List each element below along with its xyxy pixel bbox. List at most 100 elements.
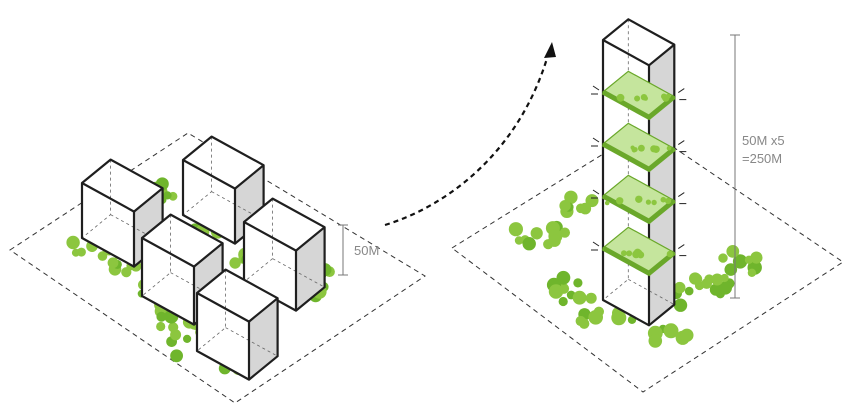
left-ground-plane — [9, 132, 426, 404]
tree-icon — [673, 298, 688, 312]
tree-icon — [579, 202, 592, 215]
tree-icon — [651, 199, 657, 206]
tree-icon — [726, 245, 740, 258]
sky-garden-1 — [591, 70, 687, 121]
tree-icon — [718, 253, 728, 263]
open-tick-icon — [592, 137, 600, 143]
tree-icon — [121, 267, 132, 278]
tree-icon — [684, 286, 694, 296]
left-cube-front-hidden-edges — [196, 269, 227, 352]
tree-icon — [634, 95, 641, 102]
open-tick-icon — [592, 241, 600, 247]
sky-garden-3 — [591, 174, 687, 225]
left-cube-back-left-top-face — [82, 159, 163, 212]
tower-segment-1-hidden-edges — [602, 227, 629, 301]
tree-icon — [514, 236, 524, 245]
tree-icon — [666, 250, 674, 258]
tree-icon — [640, 94, 648, 101]
left-cube-front-hidden-edges-2 — [225, 327, 278, 357]
left-cube-back-left-left-face — [82, 183, 134, 267]
tree-icon — [522, 237, 536, 251]
open-tick-icon — [678, 140, 685, 146]
tree-icon — [661, 93, 667, 100]
left-cube-middle-hidden-edges — [141, 214, 172, 297]
tree-icon — [650, 145, 658, 153]
tree-icon — [632, 250, 641, 259]
stacked-tower — [591, 18, 687, 327]
open-tick-icon — [592, 189, 600, 195]
sky-garden-4 — [591, 226, 687, 277]
tree-icon — [559, 227, 571, 238]
tree-icon — [718, 281, 732, 295]
left-cube-right-hidden-edges-2 — [272, 258, 325, 288]
sky-garden-edge — [601, 245, 676, 277]
tree-icon — [71, 248, 80, 257]
left-cube-front-top-face — [197, 269, 278, 322]
left-building-cluster — [80, 135, 326, 381]
tree-icon — [720, 273, 729, 283]
tree-icon — [631, 147, 637, 153]
left-cube-middle-top-face — [142, 214, 223, 267]
tree-icon — [107, 257, 119, 269]
tree-icon — [548, 284, 564, 299]
tree-icon — [648, 334, 663, 348]
tree-icon — [593, 306, 605, 317]
tree-icon — [558, 296, 568, 307]
left-cube-right-top-face — [244, 198, 325, 251]
tree-icon — [168, 322, 179, 333]
tree-icon — [229, 257, 241, 269]
tree-icon — [626, 250, 633, 257]
left-cube-front-outline — [195, 268, 279, 381]
right-height-label-line1: 50M x5 — [742, 133, 785, 148]
tree-icon — [156, 311, 167, 322]
tree-icon — [559, 200, 571, 212]
left-cube-back-right-left-face — [183, 160, 235, 244]
left-cube-front — [195, 268, 279, 381]
tree-icon — [701, 278, 712, 289]
arrow-head-icon — [544, 42, 556, 58]
left-cube-front-right-face — [249, 298, 278, 380]
tree-icon — [666, 93, 671, 99]
transformation-arrow — [384, 42, 556, 227]
sky-garden-edge — [601, 193, 676, 225]
left-height-dimension: 50M — [338, 224, 379, 276]
tree-icon — [572, 290, 587, 305]
tree-icon — [666, 145, 672, 151]
left-cube-back-right-top-face — [183, 136, 264, 189]
left-cube-right-right-face — [296, 227, 325, 311]
tree-icon — [660, 196, 667, 203]
tree-icon — [744, 255, 754, 264]
tree-icon — [680, 328, 694, 342]
tree-icon — [665, 197, 672, 205]
tower-segment-1-hidden-edges-2 — [628, 278, 675, 305]
sky-garden-2 — [591, 122, 687, 173]
open-tick-icon — [592, 85, 600, 91]
right-ground-plane — [451, 127, 844, 393]
tree-icon — [530, 227, 543, 240]
right-height-dimension: 50M x5 =250M — [730, 34, 785, 299]
tree-icon — [585, 292, 597, 304]
tree-icon — [747, 268, 757, 277]
tree-icon — [156, 321, 166, 332]
tree-icon — [750, 251, 763, 264]
tree-icon — [575, 315, 586, 327]
tree-icon — [616, 93, 625, 102]
tree-icon — [548, 234, 561, 247]
tree-icon — [508, 222, 523, 237]
open-tick-icon — [678, 244, 685, 250]
tree-icon — [183, 334, 192, 343]
tree-icon — [635, 195, 643, 203]
tree-icon — [724, 263, 738, 276]
tree-icon — [732, 254, 748, 269]
tree-icon — [573, 278, 583, 288]
tree-icon — [585, 194, 599, 208]
tree-icon — [673, 281, 686, 294]
tree-icon — [616, 197, 624, 205]
tree-icon — [621, 250, 627, 257]
tree-icon — [711, 273, 724, 286]
tree-icon — [663, 323, 679, 339]
tower-segment-5-top-face — [603, 19, 675, 66]
tree-icon — [645, 199, 652, 205]
right-height-label-line2: =250M — [742, 151, 782, 166]
